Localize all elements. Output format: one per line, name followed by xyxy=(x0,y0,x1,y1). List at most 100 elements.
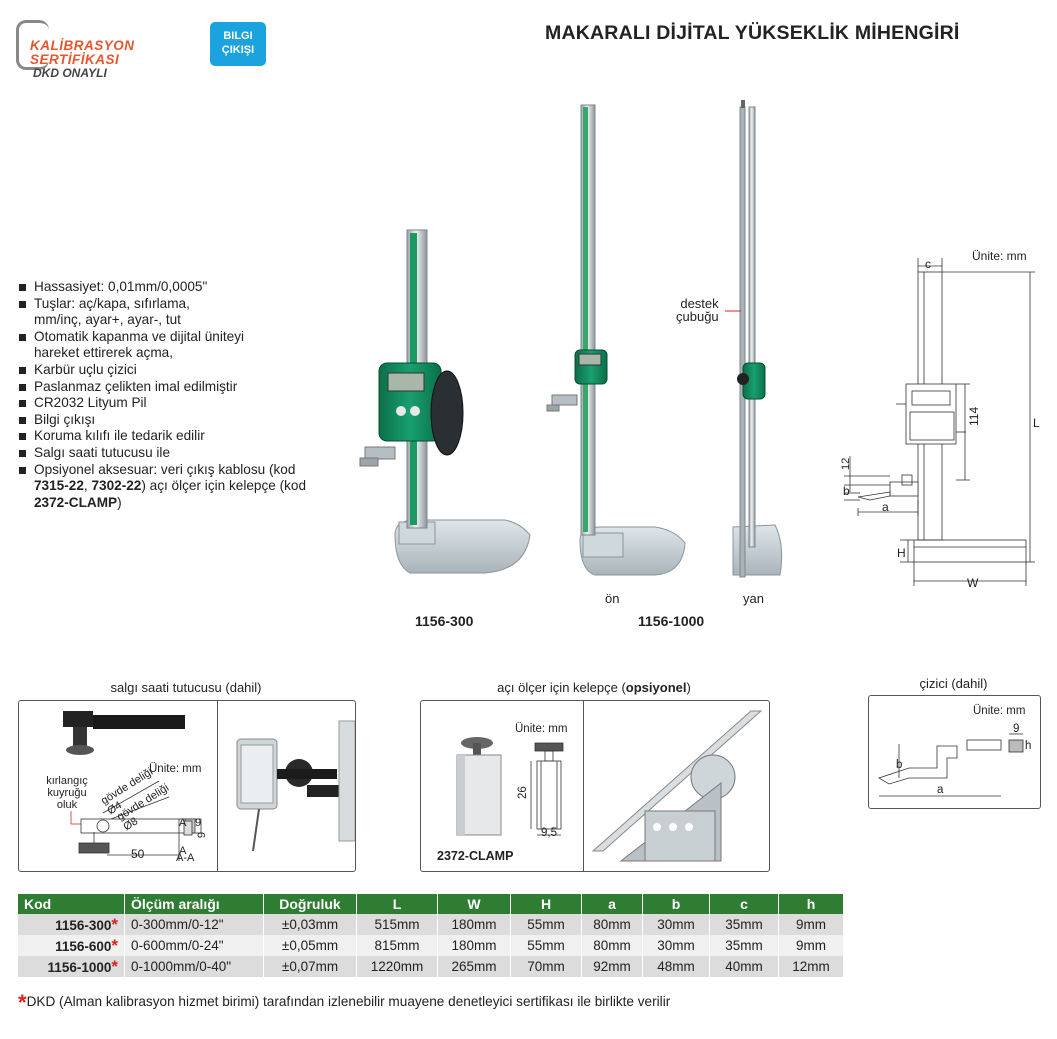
page-title: MAKARALI DİJİTAL YÜKSEKLİK MİHENGİRİ xyxy=(545,22,960,44)
cell-accuracy: ±0,05mm xyxy=(263,935,357,956)
clamp-caption-optional: opsiyonel xyxy=(625,680,687,695)
gauge-1156-1000-front-image xyxy=(546,104,686,576)
clamp-box: Ünite: mm 26 9,5 2372-CLAMP xyxy=(420,700,770,872)
cell-a: 80mm xyxy=(581,935,643,956)
scriber-dim-b: b xyxy=(896,759,903,771)
clamp-dim-26: 26 xyxy=(517,786,529,799)
dim-label-50: 50 xyxy=(131,847,145,861)
cell-L: 515mm xyxy=(356,914,438,935)
code-text: 1156-600 xyxy=(55,938,112,954)
feature-item-optional: Opsiyonel aksesuar: veri çıkış kablosu (… xyxy=(18,462,314,512)
dkd-asterisk: * xyxy=(111,935,118,955)
support-rod-line1: destek xyxy=(680,296,719,311)
table-row: 1156-600* 0-600mm/0-24" ±0,05mm 815mm 18… xyxy=(18,935,844,956)
table-row: 1156-1000* 0-1000mm/0-40" ±0,07mm 1220mm… xyxy=(18,956,844,977)
code-text: 1156-300 xyxy=(55,917,112,933)
clamp-unit: Ünite: mm xyxy=(515,723,568,735)
data-output-badge: BILGI ÇIKIŞI xyxy=(210,22,266,66)
feature-item: Karbür uçlu çizici xyxy=(18,362,318,379)
feature-item: Bilgi çıkışı xyxy=(18,412,318,429)
table-header-row: Kod Ölçüm aralığı Doğruluk L W H a b c h xyxy=(18,894,844,914)
cell-range: 0-600mm/0-24" xyxy=(124,935,264,956)
clamp-caption-prefix: açı ölçer için kelepçe ( xyxy=(497,680,626,695)
col-header-h: h xyxy=(778,894,844,914)
table-row: 1156-300* 0-300mm/0-12" ±0,03mm 515mm 18… xyxy=(18,914,844,935)
dim-label-b: b xyxy=(843,484,850,498)
cell-b: 30mm xyxy=(642,935,710,956)
cell-W: 180mm xyxy=(437,914,511,935)
feature-item: Tuşlar: aç/kapa, sıfırlama, mm/inç, ayar… xyxy=(18,296,234,329)
dkd-asterisk: * xyxy=(111,914,118,934)
cell-W: 180mm xyxy=(437,935,511,956)
scriber-caption: çizici (dahil) xyxy=(919,676,988,691)
spec-table: Kod Ölçüm aralığı Doğruluk L W H a b c h… xyxy=(18,894,844,977)
code-text: 1156-1000 xyxy=(47,959,112,975)
view-side-label: yan xyxy=(743,591,764,606)
view-front-label: ön xyxy=(605,591,620,606)
col-header-c: c xyxy=(709,894,779,914)
scriber-unit: Ünite: mm xyxy=(973,705,1026,717)
cell-range: 0-300mm/0-12" xyxy=(124,914,264,935)
clamp-caption: açı ölçer için kelepçe (opsiyonel) xyxy=(420,680,768,695)
model-1156-300-label: 1156-300 xyxy=(415,613,474,629)
dovetail-slot-label: kırlangıç kuyruğu oluk xyxy=(46,775,88,811)
feature-item: Paslanmaz çelikten imal edilmiştir xyxy=(18,379,318,396)
cable-code-1: 7315-22 xyxy=(34,478,84,494)
cell-code: 1156-1000* xyxy=(18,956,125,977)
dial-holder-drawings xyxy=(63,711,355,861)
dim-label-9a: 9 xyxy=(195,817,202,829)
cell-H: 55mm xyxy=(510,935,582,956)
cell-code: 1156-300* xyxy=(18,914,125,935)
gauge-1156-1000-side-image xyxy=(725,100,783,578)
cell-accuracy: ±0,03mm xyxy=(263,914,357,935)
footnote-asterisk: * xyxy=(18,990,27,1015)
optional-suffix: ) xyxy=(117,494,122,510)
col-header-a: a xyxy=(581,894,643,914)
dial-holder-box: Ünite: mm kırlangıç kuyruğu oluk gövde d… xyxy=(18,700,356,872)
certificate-logo-line1: KALİBRASYON xyxy=(30,38,135,53)
certificate-logo-line3: DKD ONAYLI xyxy=(33,66,107,80)
product-illustrations xyxy=(359,100,783,578)
certificate-logo-frame xyxy=(16,20,49,70)
dim-label-H: H xyxy=(897,546,906,560)
scriber-dim-a: a xyxy=(937,784,944,796)
dimension-unit-label: Ünite: mm xyxy=(972,249,1027,263)
cell-c: 35mm xyxy=(709,914,779,935)
cell-H: 70mm xyxy=(510,956,582,977)
scriber-dim-9: 9 xyxy=(1013,723,1020,735)
gauge-1156-300-image xyxy=(359,229,531,574)
feature-item: CR2032 Lityum Pil xyxy=(18,395,318,412)
scriber-box: Ünite: mm 9 h b a xyxy=(868,695,1041,809)
clamp-drawings xyxy=(456,710,763,862)
feature-list: Hassasiyet: 0,01mm/0,0005" Tuşlar: aç/ka… xyxy=(18,279,318,511)
cell-c: 35mm xyxy=(709,935,779,956)
dkd-footnote: *DKD (Alman kalibrasyon hizmet birimi) t… xyxy=(18,986,670,1015)
dim-label-12: 12 xyxy=(840,457,852,470)
dimension-drawing-lines xyxy=(844,258,1035,586)
dial-holder-caption: salgı saati tutucusu (dahil) xyxy=(110,680,262,695)
cell-b: 30mm xyxy=(642,914,710,935)
support-rod-label: destek çubuğu xyxy=(676,297,719,323)
optional-text-mid: ) açı ölçer için kelepçe (kod xyxy=(141,478,307,494)
scriber-drawing xyxy=(878,733,1024,797)
clamp-code-label: 2372-CLAMP xyxy=(437,849,514,863)
clamp-code: 2372-CLAMP xyxy=(34,494,118,510)
cell-H: 55mm xyxy=(510,914,582,935)
dim-label-W: W xyxy=(967,576,979,590)
section-A-top: A xyxy=(179,817,187,829)
cell-b: 48mm xyxy=(642,956,710,977)
badge-line1: BILGI xyxy=(223,30,253,42)
col-header-accuracy: Doğruluk xyxy=(263,894,357,914)
cell-h: 9mm xyxy=(778,935,844,956)
section-AA-label: A-A xyxy=(176,852,195,864)
badge-line2: ÇIKIŞI xyxy=(221,44,255,56)
cable-code-2: 7302-22 xyxy=(91,478,142,494)
col-header-b: b xyxy=(642,894,710,914)
dim-label-L: L xyxy=(1033,416,1040,430)
col-header-range: Ölçüm aralığı xyxy=(124,894,264,914)
clamp-dim-9-5: 9,5 xyxy=(541,827,557,839)
dim-label-a: a xyxy=(882,500,889,514)
dim-label-114: 114 xyxy=(967,406,981,426)
optional-sep: , xyxy=(83,478,92,494)
dim-label-9b: 9 xyxy=(196,831,209,839)
